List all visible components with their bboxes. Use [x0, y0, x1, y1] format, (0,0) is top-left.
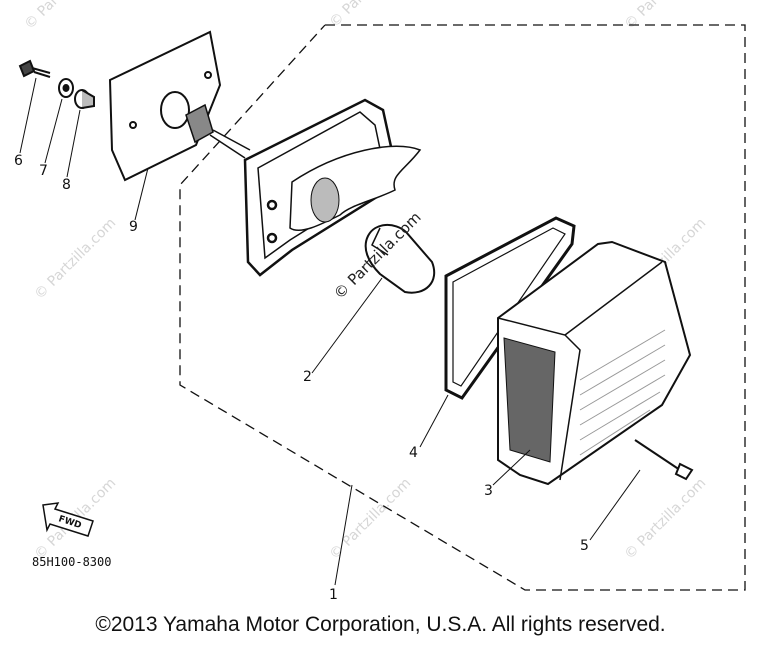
washer-7 [58, 78, 74, 98]
callout-6: 6 [14, 153, 23, 169]
assembly-outline [179, 24, 746, 591]
callout-2: 2 [303, 369, 312, 385]
mounting-plate [108, 30, 222, 182]
grommet-8 [74, 89, 95, 109]
watermark-low-right: © Partzilla.com [622, 475, 710, 563]
callout-8: 8 [62, 177, 71, 193]
leader-lines [19, 77, 641, 586]
callout-numbers: 1 2 3 4 5 6 7 8 9 [14, 153, 589, 603]
lens [497, 240, 692, 486]
watermark-top-right: © Partzilla [622, 0, 685, 33]
watermark-mid-left: © Partzilla.com [32, 215, 120, 303]
watermark-top-left: © Partzilla [22, 0, 85, 33]
callout-9: 9 [129, 219, 138, 235]
copyright-notice: ©2013 Yamaha Motor Corporation, U.S.A. A… [95, 613, 666, 636]
callout-5: 5 [580, 538, 589, 554]
watermark-low-center: © Partzilla.com [327, 475, 415, 563]
screw-5 [634, 439, 694, 481]
callout-7: 7 [39, 163, 48, 179]
callout-3: 3 [484, 483, 493, 499]
watermark-top-center: © Partzilla [327, 0, 390, 31]
light-base-housing [243, 98, 422, 277]
bulb [364, 224, 435, 294]
fwd-arrow: FWD [42, 502, 94, 537]
screw-6 [18, 59, 51, 78]
callout-1: 1 [329, 587, 338, 603]
wire-connector [185, 103, 251, 159]
callout-4: 4 [409, 445, 418, 461]
diagram-part-code: 85H100-8300 [32, 555, 111, 569]
